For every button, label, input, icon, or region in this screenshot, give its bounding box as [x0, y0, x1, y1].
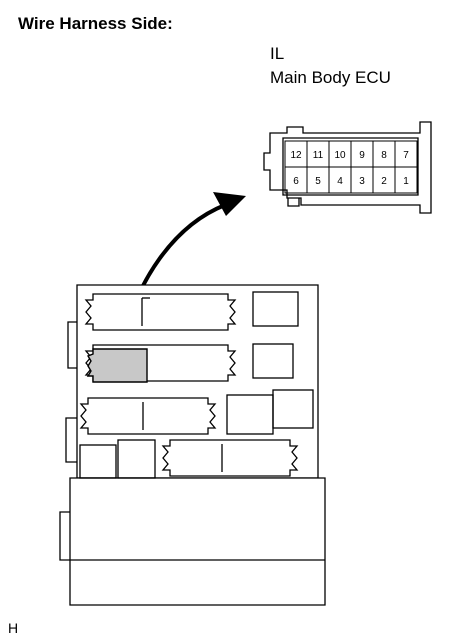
- fuse-slot: [79, 444, 117, 479]
- connector-name: Main Body ECU: [270, 68, 391, 87]
- pin-label: 6: [293, 176, 299, 187]
- fuse-slot: [252, 291, 299, 327]
- connector-location-highlight: [86, 348, 148, 383]
- pin-label: 7: [403, 150, 409, 161]
- relay-slot: [161, 439, 299, 477]
- diagram-title: Wire Harness Side:: [18, 14, 173, 33]
- fuse-slot: [272, 389, 314, 429]
- pin-grid: 12 11 10 9 8 7 6 5 4 3 2 1: [284, 140, 418, 194]
- pin-label: 5: [315, 176, 321, 187]
- pin-label: 3: [359, 176, 365, 187]
- pin-label: 4: [337, 176, 343, 187]
- relay-slot: [84, 293, 237, 331]
- pin-label: 11: [313, 150, 324, 161]
- pin-label: 12: [290, 150, 302, 161]
- figure-id: H: [8, 620, 19, 636]
- junction-block: [59, 284, 326, 606]
- connector-code: IL: [270, 44, 285, 63]
- pin-label: 8: [381, 150, 387, 161]
- fuse-slot: [117, 439, 156, 479]
- pin-label: 10: [334, 150, 346, 161]
- pin-label: 1: [403, 176, 409, 187]
- pin-label: 9: [359, 150, 365, 161]
- fuse-slot: [252, 343, 294, 379]
- relay-slot: [79, 397, 217, 435]
- pin-label: 2: [381, 176, 387, 187]
